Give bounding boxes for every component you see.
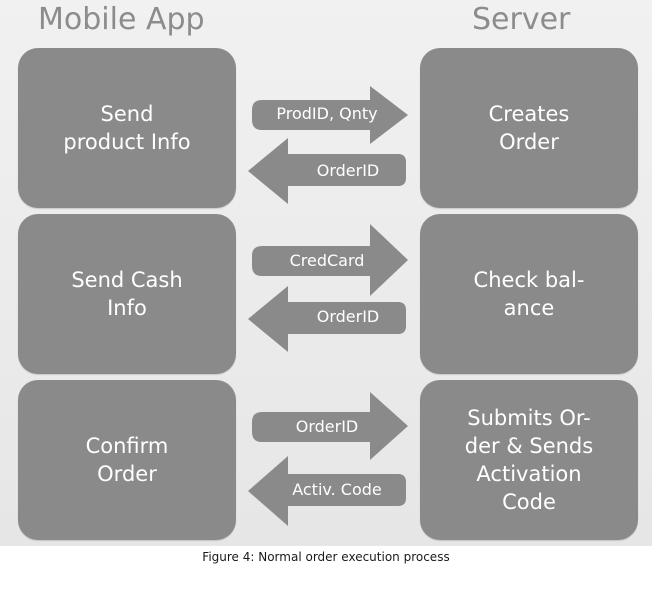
server-submits-order-box: Submits Or- der & Sends Activation Code xyxy=(420,380,638,540)
figure-caption: Figure 4: Normal order execution process xyxy=(202,550,450,564)
activ-code-label: Activ. Code xyxy=(292,480,382,499)
mobile-send-cash-info-label: Send Cash Info xyxy=(71,268,183,320)
server-check-balance-label: Check bal- ance xyxy=(473,268,585,320)
mobile-send-product-info-box: Send product Info xyxy=(18,48,236,208)
orderid-right-arrow: OrderID xyxy=(252,392,410,460)
server-check-balance-box: Check bal- ance xyxy=(420,214,638,374)
mobile-app-header: Mobile App xyxy=(38,2,205,37)
orderid-left-arrow-2: OrderID xyxy=(248,286,408,352)
mobile-send-product-info-label: Send product Info xyxy=(63,102,191,154)
mobile-confirm-order-box: Confirm Order xyxy=(18,380,236,540)
credcard-label: CredCard xyxy=(289,251,365,270)
orderid-label-3: OrderID xyxy=(295,417,359,436)
orderid-label-1: OrderID xyxy=(316,161,380,180)
server-submits-order-label: Submits Or- der & Sends Activation Code xyxy=(464,406,594,514)
activ-code-left-arrow: Activ. Code xyxy=(248,456,408,526)
orderid-label-2: OrderID xyxy=(316,307,380,326)
server-header: Server xyxy=(472,2,571,37)
server-creates-order-box: Creates Order xyxy=(420,48,638,208)
prodid-qnty-label: ProdID, Qnty xyxy=(276,104,378,123)
credcard-right-arrow: CredCard xyxy=(252,224,410,296)
prodid-qnty-right-arrow: ProdID, Qnty xyxy=(252,86,410,144)
orderid-left-arrow-1: OrderID xyxy=(248,138,408,204)
mobile-confirm-order-label: Confirm Order xyxy=(85,434,169,486)
mobile-send-cash-info-box: Send Cash Info xyxy=(18,214,236,374)
server-creates-order-label: Creates Order xyxy=(488,102,570,154)
